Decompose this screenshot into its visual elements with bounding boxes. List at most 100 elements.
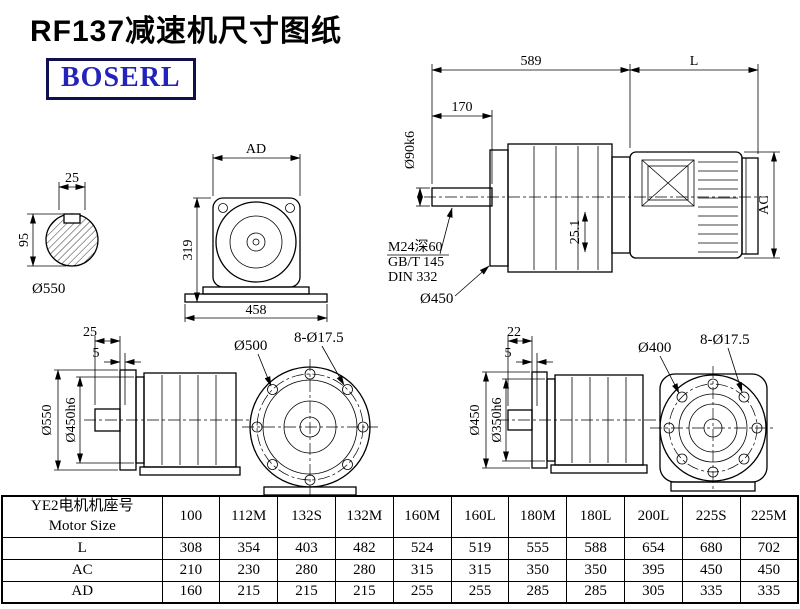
motor-size-header: YE2电机机座号 Motor Size: [1, 495, 163, 538]
output-shaft: [431, 187, 493, 207]
flange-leader: [454, 265, 490, 297]
front-bearing-circles: [215, 201, 297, 283]
shaft-circle: [299, 416, 321, 438]
spigot-circle: [678, 393, 748, 463]
value-cell: 160: [161, 580, 221, 604]
spigot-circle: [262, 379, 358, 475]
value-cell: 450: [681, 558, 741, 582]
dimension-table: YE2电机机座号 Motor Size 100 112M 132S 132M 1…: [1, 495, 799, 604]
value-cell: 519: [450, 536, 510, 560]
value-cell: 680: [681, 536, 741, 560]
value-cell: 588: [566, 536, 625, 560]
dia-450h6-dim-lines: [76, 376, 134, 464]
note-gbt145: GB/T 145: [388, 255, 444, 270]
ad-dim-lines: [212, 154, 301, 196]
size-col-132s: 132S: [277, 495, 336, 538]
base: [550, 464, 648, 474]
height-319-dim-lines: [185, 197, 211, 303]
dim-22-lines: [507, 336, 533, 406]
value-cell: 215: [334, 580, 394, 604]
value-cell: 255: [450, 580, 510, 604]
dim-25-lines: [94, 336, 121, 405]
dim-ac: AC: [757, 195, 772, 214]
output-flange-ring: [489, 149, 509, 267]
value-cell: 335: [681, 580, 741, 604]
shaft-circle: [703, 418, 723, 438]
hub-circle: [688, 403, 738, 453]
housing-ribs: [533, 146, 599, 270]
shaft-170-dim-lines: [431, 110, 493, 184]
shaft-height-dim-lines: [27, 213, 66, 267]
label-dia-400: Ø400: [638, 340, 671, 356]
motor-fins: [698, 161, 738, 253]
note-m24: M24深60: [388, 239, 442, 255]
value-cell: 285: [508, 580, 568, 604]
width-458-dim-lines: [184, 304, 328, 322]
length-dim-lines: [431, 64, 759, 184]
dim-dia-450h6: Ø450h6: [64, 397, 79, 442]
size-col-160m: 160M: [392, 495, 452, 538]
base: [670, 481, 756, 492]
dia-500-leader: [257, 353, 272, 387]
value-cell: 315: [450, 558, 510, 582]
value-cell: 395: [624, 558, 683, 582]
base-lower: [184, 293, 328, 303]
row-label-ad: AD: [1, 580, 163, 604]
dim-22: 22: [507, 325, 521, 340]
motor-size-header-en: Motor Size: [48, 517, 116, 534]
drawing-canvas: 25 95 Ø550 AD: [17, 54, 780, 496]
dia-550-dim-lines: [54, 369, 118, 471]
view-gearbox-front: AD 319 458: [181, 142, 328, 322]
table-row-ac: AC 210 230 280 280 315 315 350 350 395 4…: [1, 558, 799, 582]
dim-5: 5: [93, 346, 100, 361]
size-col-100: 100: [161, 495, 221, 538]
value-cell: 354: [219, 536, 279, 560]
value-cell: 350: [508, 558, 568, 582]
dim-458: 458: [246, 303, 267, 318]
flange-od: [659, 374, 767, 482]
lug-hole-right: [285, 203, 295, 213]
value-cell: 335: [739, 580, 799, 604]
keyway-width-dim-lines: [58, 182, 86, 210]
dim-L: L: [690, 54, 699, 69]
label-flange-450: Ø450: [420, 291, 453, 307]
value-cell: 555: [508, 536, 568, 560]
bolt-circle: [256, 373, 364, 481]
value-cell: 403: [277, 536, 336, 560]
row-label-ac: AC: [1, 558, 163, 582]
size-col-112m: 112M: [219, 495, 279, 538]
value-cell: 285: [566, 580, 625, 604]
dim-5-lines: [104, 353, 141, 405]
value-cell: 315: [392, 558, 452, 582]
bolt-holes: [251, 368, 369, 486]
logo-text: BOSERL: [61, 62, 181, 93]
keyway-notch: [63, 213, 81, 224]
label-dia-550: Ø550: [32, 281, 65, 297]
dim-25: 25: [83, 325, 97, 340]
shaft-dia-dim-lines: [416, 187, 430, 207]
value-cell: 230: [219, 558, 279, 582]
hub-circle: [283, 400, 337, 454]
label-dia-500: Ø500: [234, 338, 267, 354]
base-upper: [202, 286, 310, 295]
dim-170: 170: [452, 100, 473, 115]
dim-5-lines: [516, 353, 553, 406]
value-cell: 280: [277, 558, 336, 582]
value-cell: 450: [739, 558, 799, 582]
value-cell: 524: [392, 536, 452, 560]
size-col-132m: 132M: [334, 495, 394, 538]
terminal-box: [641, 159, 695, 207]
dim-shaft-height: 95: [17, 233, 32, 247]
dim-dia-550: Ø550: [40, 404, 55, 435]
dim-keyway-width: 25: [65, 171, 79, 186]
value-cell: 702: [739, 536, 799, 560]
dim-319: 319: [181, 240, 196, 261]
motor-size-header-cn: YE2电机机座号: [31, 498, 134, 515]
dia-350h6-dim-lines: [502, 378, 545, 462]
value-cell: 215: [219, 580, 279, 604]
dim-25-1: 25.1: [568, 220, 583, 245]
size-col-225s: 225S: [681, 495, 741, 538]
dim-589: 589: [521, 54, 542, 69]
dia-450-dim-lines: [482, 371, 530, 469]
lug-hole-left: [218, 203, 228, 213]
